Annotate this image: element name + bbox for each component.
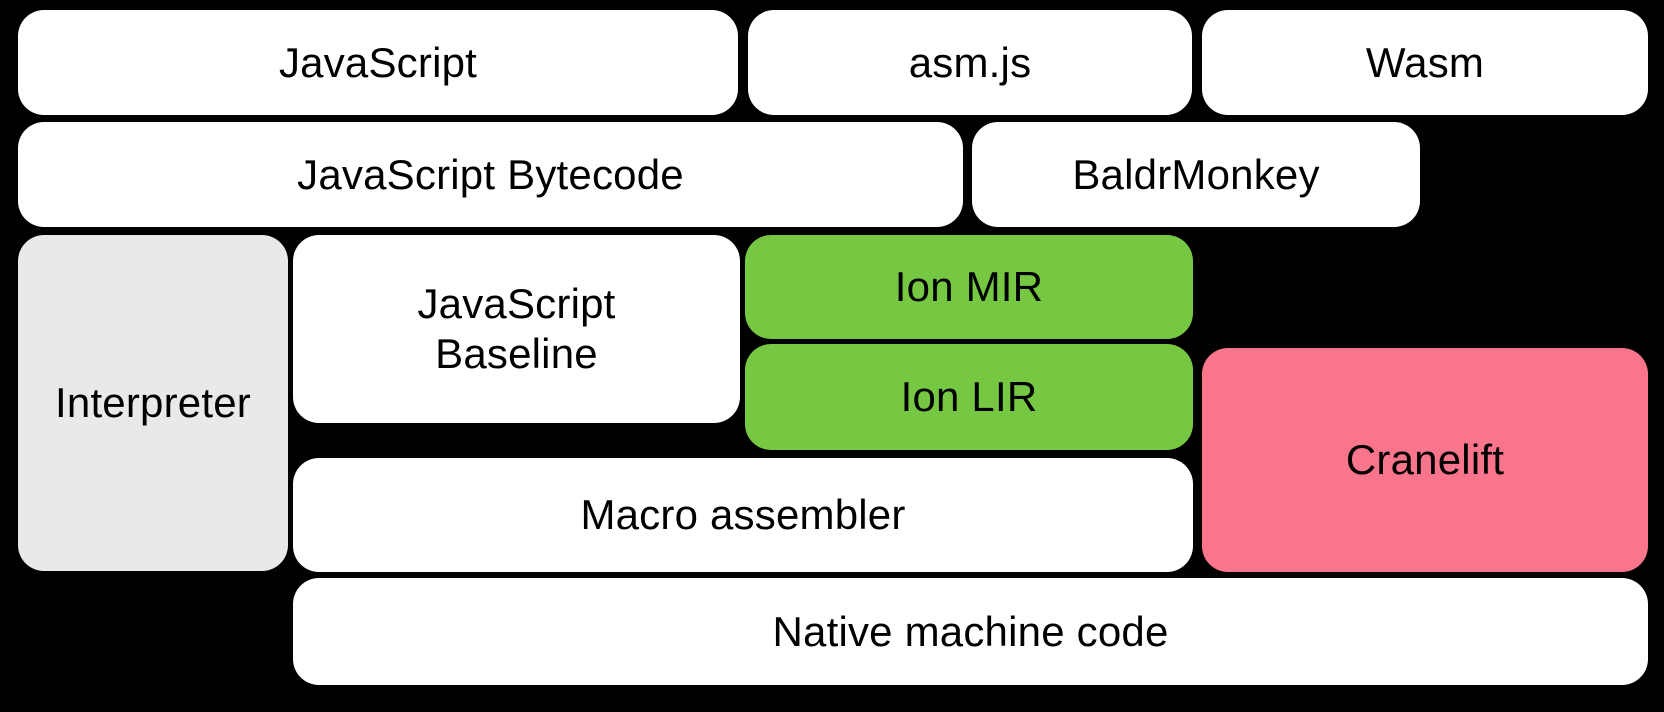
node-javascript-bytecode: JavaScript Bytecode <box>18 122 963 227</box>
node-asm-js: asm.js <box>748 10 1192 115</box>
node-wasm: Wasm <box>1202 10 1648 115</box>
node-macro-assembler: Macro assembler <box>293 458 1193 572</box>
node-javascript: JavaScript <box>18 10 738 115</box>
node-interpreter: Interpreter <box>18 235 288 571</box>
node-cranelift: Cranelift <box>1202 348 1648 572</box>
node-ion-lir: Ion LIR <box>745 344 1193 450</box>
node-javascript-baseline: JavaScript Baseline <box>293 235 740 423</box>
node-ion-mir: Ion MIR <box>745 235 1193 339</box>
node-native-machine-code: Native machine code <box>293 578 1648 685</box>
node-baldrmonkey: BaldrMonkey <box>972 122 1420 227</box>
